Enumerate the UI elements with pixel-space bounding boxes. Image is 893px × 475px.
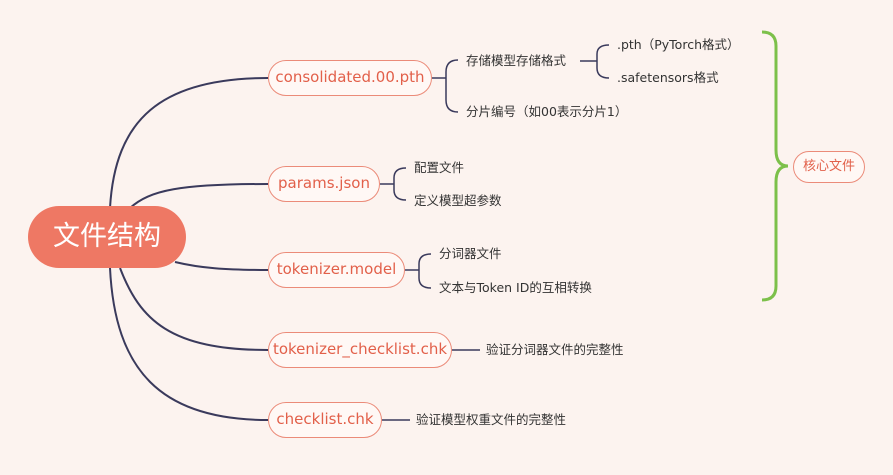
connector-root-branch-2 <box>129 183 269 209</box>
leaf-text-token-convert: 文本与Token ID的互相转换 <box>439 280 592 295</box>
branch-consolidated-pth: consolidated.00.pth <box>268 60 432 96</box>
connector-root-branch-3 <box>174 261 269 271</box>
connector-root-branch-4 <box>119 267 269 351</box>
leaf-pth-format: .pth（PyTorch格式） <box>617 37 740 52</box>
bracket-b1-storage <box>596 44 610 79</box>
leaf-storage-format: 存储模型存储格式 <box>466 53 567 68</box>
branch-params-json: params.json <box>268 166 380 202</box>
connector-root-branch-1 <box>109 77 269 209</box>
branch-tokenizer-checklist: tokenizer_checklist.chk <box>268 332 452 368</box>
root-node: 文件结构 <box>28 206 186 268</box>
leaf-tokenizer-file: 分词器文件 <box>439 246 502 261</box>
leaf-verify-weights: 验证模型权重文件的完整性 <box>416 412 567 427</box>
bracket-b3 <box>418 253 432 289</box>
branch-checklist-chk: checklist.chk <box>268 402 382 438</box>
leaf-safetensors-format: .safetensors格式 <box>617 70 719 85</box>
leaf-config-file: 配置文件 <box>414 160 465 175</box>
leaf-verify-tokenizer: 验证分词器文件的完整性 <box>486 342 624 357</box>
connector-root-branch-5 <box>109 267 269 421</box>
summary-label-core-files: 核心文件 <box>793 151 865 183</box>
branch-tokenizer-model: tokenizer.model <box>268 252 405 288</box>
bracket-b2 <box>393 167 407 201</box>
leaf-shard-number: 分片编号（如00表示分片1） <box>466 104 628 119</box>
summary-brace <box>761 30 789 302</box>
leaf-hyperparams: 定义模型超参数 <box>414 193 502 208</box>
bracket-b1 <box>445 59 459 113</box>
